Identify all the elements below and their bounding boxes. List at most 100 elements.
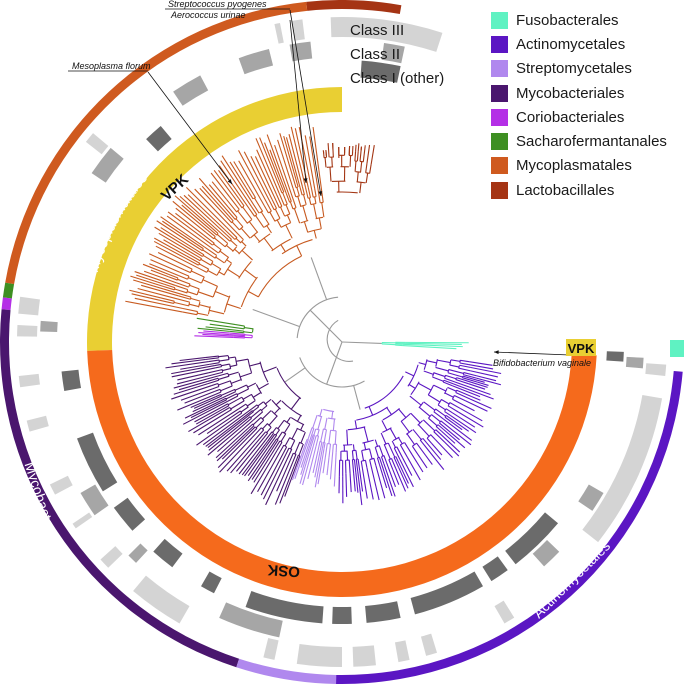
branch-streptomycetales-edge <box>324 430 326 443</box>
branch-lactobacillales-edge <box>325 158 326 168</box>
branch-lactobacillales-edge <box>363 147 365 162</box>
branch-actinomycetales-leaf <box>425 455 432 465</box>
branch-mycoplasmatales-node <box>190 269 192 273</box>
class-key-item-i: Class I (other) <box>350 66 490 90</box>
branch-mycoplasmatales-edge <box>226 245 233 251</box>
branch-lactobacillales-edge <box>330 167 331 181</box>
branch-streptomycetales-edge <box>321 429 324 442</box>
branch-actinomycetales-edge <box>390 428 396 439</box>
branch-mycobacteriales-edge <box>219 356 229 357</box>
branch-actinomycetales-leaf <box>421 458 427 467</box>
ring-fusobacterales <box>670 340 684 357</box>
branch-mycobacteriales-edge <box>208 370 222 373</box>
branch-mycoplasmatales-edge <box>212 263 221 268</box>
legend-swatch <box>491 157 508 174</box>
branch-streptomycetales-node <box>316 436 318 437</box>
branch-mycobacteriales-edge <box>263 367 276 372</box>
branch-mycoplasmatales-edge <box>314 204 317 218</box>
branch-mycoplasmatales-node <box>311 203 316 204</box>
branch-mycobacteriales-edge <box>222 369 230 371</box>
branch-lactobacillales-leaf <box>367 145 370 164</box>
branch-streptomycetales-edge <box>322 442 323 448</box>
branch-actinomycetales-edge <box>375 447 378 457</box>
branch-actinomycetales-edge <box>423 438 427 443</box>
branch-mycoplasmatales-edge <box>215 291 229 297</box>
branch-sacharofermantanales-edge <box>244 328 253 329</box>
gene-class-iii-segment <box>50 476 73 495</box>
legend-item-mycobacteriales: Mycobacteriales <box>491 81 681 105</box>
branch-streptomycetales-edge <box>335 431 336 445</box>
ring-coriobacteriales <box>2 297 12 310</box>
branch-sacharofermantanales-edge <box>235 325 244 326</box>
legend-swatch <box>491 60 508 77</box>
branch-streptomycetales-edge <box>316 436 319 446</box>
branch-streptomycetales-edge <box>318 442 320 451</box>
backbone-edge <box>310 310 342 342</box>
branch-mycoplasmatales-edge <box>230 197 240 210</box>
branch-actinomycetales-edge <box>358 459 360 471</box>
branch-actinomycetales-edge <box>401 421 409 432</box>
branch-mycobacteriales-edge <box>273 428 277 433</box>
branch-mycobacteriales-edge <box>219 360 229 361</box>
branch-actinomycetales-edge <box>420 440 424 445</box>
branch-actinomycetales-node <box>463 372 464 374</box>
branch-mycobacteriales-edge <box>283 447 286 453</box>
branch-mycoplasmatales-edge <box>189 285 199 289</box>
branch-actinomycetales-edge <box>362 451 364 461</box>
branch-mycoplasmatales-edge <box>303 206 307 221</box>
branch-mycobacteriales-edge <box>276 400 281 405</box>
gene-class-iii-segment <box>86 133 108 154</box>
branch-actinomycetales-node <box>428 385 433 395</box>
species-aerococcus: Aerococcus urinae <box>170 10 246 20</box>
branch-streptomycetales-node <box>323 409 334 411</box>
branch-mycoplasmatales-edge <box>182 312 197 315</box>
branch-mycobacteriales-edge <box>253 393 261 398</box>
branch-mycobacteriales-edge <box>233 413 242 420</box>
branch-mycoplasmatales-node <box>187 290 188 293</box>
gene-class-ii-segment <box>40 321 58 332</box>
branch-actinomycetales-node <box>448 369 449 372</box>
branch-mycobacteriales-edge <box>231 380 241 384</box>
branch-mycoplasmatales-edge <box>298 196 301 206</box>
branch-mycoplasmatales-node <box>302 194 304 195</box>
branch-lactobacillales-edge <box>332 157 333 167</box>
branch-mycobacteriales-edge <box>292 429 297 439</box>
branch-mycobacteriales-edge <box>211 383 218 385</box>
backbone-edge <box>253 310 300 327</box>
branch-lactobacillales-edge <box>355 161 356 172</box>
branch-mycobacteriales-edge <box>277 432 282 440</box>
branch-mycobacteriales-edge <box>250 363 261 366</box>
legend-label: Streptomycetales <box>516 60 632 77</box>
gene-class-iii-segment <box>18 297 40 316</box>
branch-mycobacteriales-edge <box>301 432 305 443</box>
branch-actinomycetales-edge <box>456 393 470 399</box>
branch-mycoplasmatales-edge <box>245 270 257 279</box>
branch-actinomycetales-edge <box>356 459 357 471</box>
branch-lactobacillales-edge <box>366 164 367 173</box>
branch-actinomycetales-edge <box>352 451 353 460</box>
branch-mycoplasmatales-edge <box>236 238 240 242</box>
branch-actinomycetales-edge <box>369 407 373 416</box>
branch-mycobacteriales-edge <box>228 372 238 375</box>
branch-mycoplasmatales-edge <box>281 207 285 216</box>
clade-label-mycobacteriales: Mycobacteriales <box>22 460 68 561</box>
branch-mycobacteriales-edge <box>205 356 218 358</box>
branch-mycobacteriales-node <box>284 420 290 424</box>
branch-mycobacteriales-edge <box>221 386 233 391</box>
branch-actinomycetales-leaf <box>464 405 475 411</box>
branch-actinomycetales-edge <box>424 402 435 410</box>
branch-actinomycetales-edge <box>452 399 463 405</box>
branch-mycoplasmatales-edge <box>315 188 316 196</box>
branch-mycoplasmatales-edge <box>300 187 302 195</box>
branch-actinomycetales-node <box>394 447 397 448</box>
branch-actinomycetales-edge <box>451 360 460 362</box>
branch-mycoplasmatales-edge <box>286 225 292 238</box>
backbone-edge <box>354 385 360 409</box>
branch-lactobacillales-edge <box>370 164 372 173</box>
legend-label: Coriobacteriales <box>516 109 624 126</box>
class-key: Class III Class II Class I (other) <box>350 18 490 90</box>
branch-mycoplasmatales-edge <box>264 205 268 213</box>
branch-mycobacteriales-node <box>297 428 305 432</box>
branch-actinomycetales-edge <box>438 405 445 410</box>
branch-mycoplasmatales-edge <box>187 292 197 295</box>
